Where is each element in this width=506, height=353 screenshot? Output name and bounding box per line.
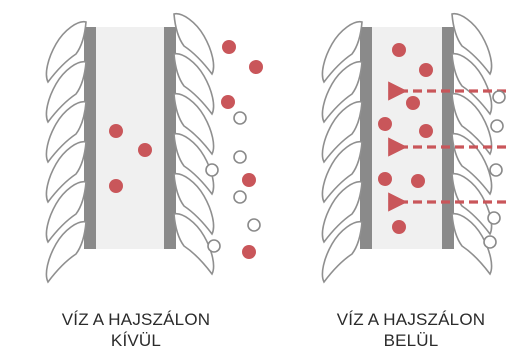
filled-dot-icon [222, 40, 236, 54]
filled-dot-icon [392, 220, 406, 234]
hollow-circle-icon [234, 151, 246, 163]
hollow-circle-icon [234, 191, 246, 203]
filled-dot-icon [221, 95, 235, 109]
hollow-circle-icon [491, 120, 503, 132]
hollow-circle-icon [490, 164, 502, 176]
hollow-circle-icon [248, 219, 260, 231]
filled-dot-icon [242, 245, 256, 259]
hollow-circle-icon [234, 112, 246, 124]
cuticle-right [174, 14, 214, 274]
filled-dot-icon [109, 124, 123, 138]
filled-dot-icon [378, 172, 392, 186]
caption-inside-line1: VÍZ A HAJSZÁLON [311, 309, 506, 330]
hollow-circle-icon [484, 236, 496, 248]
filled-dot-icon [411, 174, 425, 188]
panel-inside [322, 14, 506, 282]
filled-dot-icon [406, 96, 420, 110]
filled-dot-icon [242, 173, 256, 187]
filled-dot-icon [138, 143, 152, 157]
filled-dot-icon [392, 43, 406, 57]
hollow-circle-icon [208, 240, 220, 252]
caption-outside: VÍZ A HAJSZÁLON KÍVÜL [36, 309, 236, 351]
hair-cortex [370, 27, 444, 249]
caption-inside-line2: BELÜL [311, 330, 506, 351]
hollow-circle-icon [206, 164, 218, 176]
filled-dot-icon [419, 124, 433, 138]
hair-cortex [94, 27, 166, 249]
caption-inside: VÍZ A HAJSZÁLON BELÜL [311, 309, 506, 351]
filled-dot-icon [378, 117, 392, 131]
filled-dot-icon [419, 63, 433, 77]
panel-outside [46, 14, 263, 282]
cuticle-left [322, 22, 362, 282]
filled-dot-icon [249, 60, 263, 74]
hollow-circle-icon [488, 212, 500, 224]
cuticle-right [452, 14, 492, 274]
hollow-circle-icon [493, 91, 505, 103]
caption-outside-line1: VÍZ A HAJSZÁLON [36, 309, 236, 330]
caption-outside-line2: KÍVÜL [36, 330, 236, 351]
filled-dot-icon [109, 179, 123, 193]
hair-wall-left [360, 27, 372, 249]
hair-wall-left [84, 27, 96, 249]
cuticle-left [46, 22, 86, 282]
